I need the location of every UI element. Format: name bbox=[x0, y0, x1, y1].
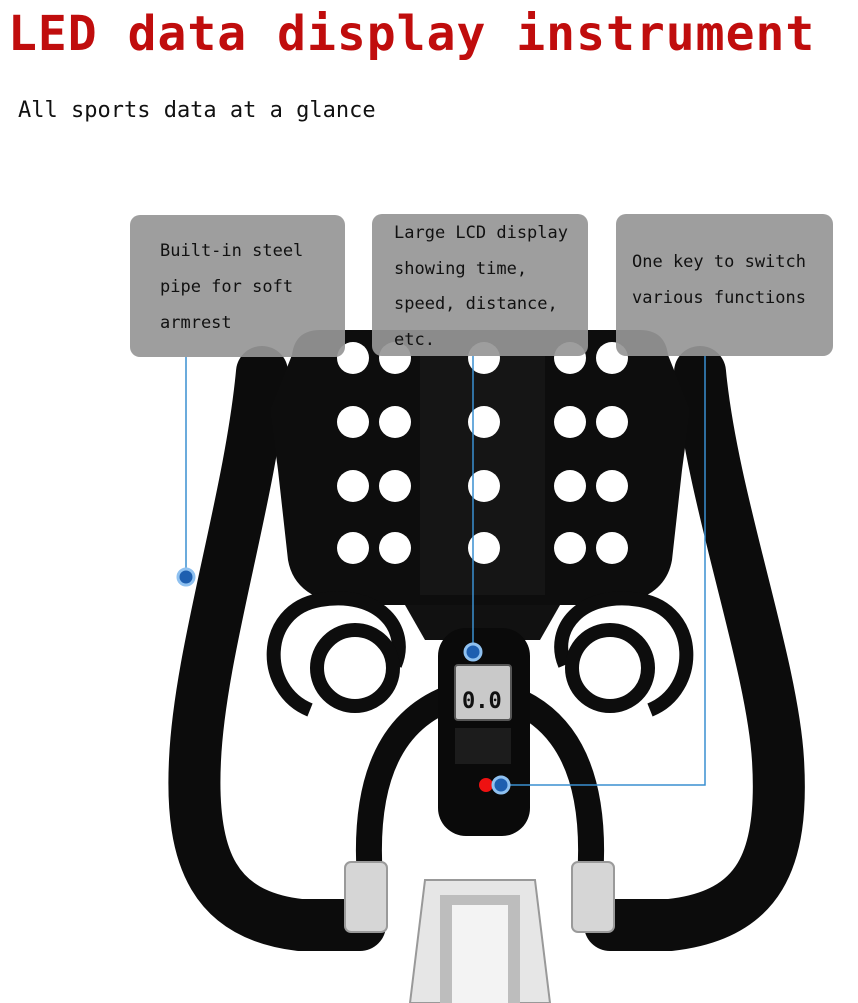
marker-dots bbox=[176, 567, 511, 795]
callout-line: armrest bbox=[160, 313, 232, 333]
console-body: 0.0 bbox=[438, 628, 530, 836]
lcd-screen bbox=[454, 664, 512, 721]
callout-line: Built-in steel bbox=[160, 241, 304, 261]
lcd-reading: 0.0 bbox=[462, 689, 502, 714]
callout-line: Large LCD display bbox=[394, 223, 568, 243]
callout-line: speed, distance, bbox=[394, 294, 558, 314]
stem-clamp bbox=[344, 861, 615, 1003]
bottle-holder-right bbox=[554, 591, 694, 717]
page-title: LED data display instrument bbox=[8, 6, 816, 62]
callout-line: various functions bbox=[632, 288, 806, 308]
callout-line: pipe for soft bbox=[160, 277, 294, 297]
leader-lines bbox=[185, 356, 706, 786]
handlebar-right bbox=[584, 346, 805, 951]
handlebar-left bbox=[168, 346, 386, 951]
mode-button[interactable] bbox=[479, 778, 493, 792]
page-subtitle: All sports data at a glance bbox=[18, 98, 376, 123]
callout-line: etc. bbox=[394, 329, 435, 350]
callout-lcd-display: Large LCD display showing time, speed, d… bbox=[372, 214, 588, 356]
bottle-holder-left bbox=[266, 591, 406, 717]
callout-line: showing time, bbox=[394, 258, 528, 279]
callout-one-key: One key to switch various functions bbox=[616, 214, 833, 356]
panel-holes bbox=[337, 342, 628, 564]
callout-steel-pipe: Built-in steel pipe for soft armrest bbox=[130, 215, 345, 357]
callout-line: One key to switch bbox=[632, 252, 806, 272]
